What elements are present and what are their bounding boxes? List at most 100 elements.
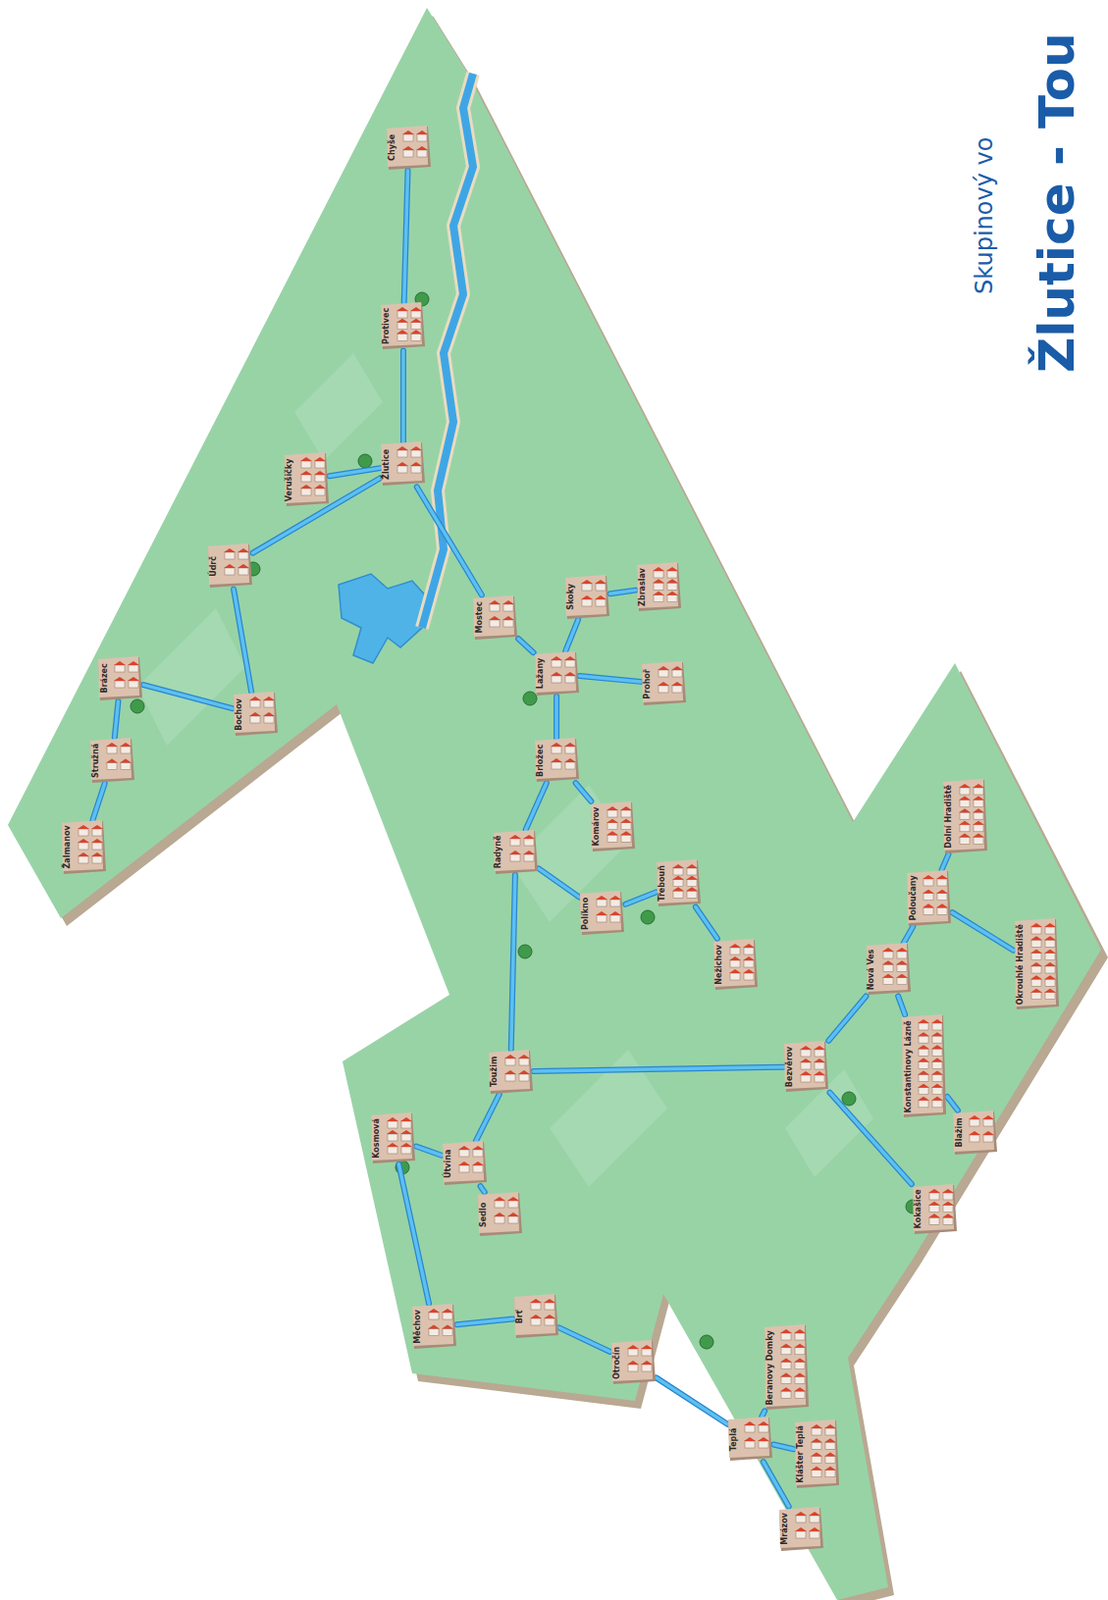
- pipe-line: [763, 1462, 790, 1508]
- pipe-outline: [553, 696, 560, 739]
- village-name: Zbraslav: [638, 568, 648, 607]
- water-pipe: [533, 1067, 785, 1072]
- pipe-line: [511, 875, 516, 1051]
- water-pipe: [695, 907, 718, 940]
- water-pipe: [576, 783, 592, 802]
- pipe-line: [480, 1186, 485, 1193]
- pump-station-symbol: [130, 292, 920, 1350]
- village-node: Brložec: [533, 738, 581, 784]
- pipe-outline: [416, 1147, 442, 1157]
- village-name: Radyně: [495, 836, 505, 870]
- pipe-line: [942, 854, 950, 871]
- pipe-outline: [897, 996, 905, 1015]
- village-name: Údrč: [210, 556, 219, 578]
- village-node: Lažany: [533, 651, 581, 697]
- pipe-line: [533, 1067, 785, 1072]
- pipe-line: [695, 907, 718, 940]
- pipe-line: [538, 868, 580, 897]
- pipe-line: [580, 676, 641, 683]
- reservoir: [338, 574, 430, 664]
- water-pipe: [942, 854, 950, 871]
- village-node: Protivec: [379, 302, 426, 351]
- pipe-line: [401, 350, 406, 442]
- pipe-outline: [580, 676, 641, 683]
- village-node: Prohoř: [640, 661, 687, 707]
- pipe-outline: [625, 892, 656, 904]
- water-pipe: [114, 701, 119, 739]
- water-pipe: [610, 590, 636, 595]
- water-pipe: [402, 350, 404, 442]
- pipe-outline: [942, 854, 950, 871]
- village-name: Stružná: [92, 743, 102, 779]
- village-node: Kokašice: [911, 1184, 958, 1236]
- pipe-outline: [538, 868, 580, 897]
- water-pipe: [511, 875, 516, 1051]
- village-name: Prohoř: [643, 669, 653, 699]
- village-name: Kokašice: [914, 1190, 924, 1230]
- water-pipe: [143, 685, 232, 709]
- pipe-outline: [398, 1164, 429, 1305]
- water-pipe: [93, 784, 106, 821]
- village-node: Verušičky: [283, 452, 330, 508]
- village-name: Teplá: [730, 1427, 739, 1452]
- pipe-line: [565, 620, 579, 652]
- pipe-line: [518, 638, 533, 653]
- pipe-line: [903, 927, 914, 945]
- village-name: Brť: [516, 1310, 526, 1324]
- pipe-line: [761, 1411, 765, 1418]
- map-subtitle: Skupinový vo: [971, 137, 1000, 295]
- water-pipe: [761, 1411, 765, 1418]
- village-node: Brť: [513, 1294, 560, 1340]
- water-pipe: [947, 1097, 958, 1111]
- water-pipe: [417, 486, 482, 595]
- village-name: Mrázov: [781, 1513, 791, 1546]
- village-node: Beranovy Domky: [763, 1324, 810, 1412]
- village-name: Mostec: [474, 601, 484, 634]
- village-name: Políkno: [582, 896, 592, 930]
- village-name: Bochov: [235, 698, 245, 732]
- village-name: Bezvěrov: [787, 1046, 796, 1087]
- village-name: Kosmová: [372, 1118, 382, 1160]
- pipe-outline: [565, 620, 579, 652]
- village-node: Otročín: [610, 1340, 657, 1386]
- village-name: Beranovy Domky: [766, 1330, 776, 1406]
- water-pipe: [253, 477, 381, 553]
- village-name: Lažany: [536, 658, 546, 689]
- pipe-line: [398, 1164, 429, 1305]
- village-node: Nežichov: [712, 939, 759, 992]
- pipe-line: [625, 892, 656, 904]
- pipe-line: [554, 696, 559, 739]
- village-node: Třebouň: [655, 859, 702, 908]
- village-name: Dolní Hradiště: [945, 785, 954, 849]
- village-name: Verušičky: [286, 458, 296, 502]
- pipe-outline: [329, 468, 381, 476]
- pipe-outline: [518, 638, 533, 653]
- water-pipe: [526, 783, 547, 831]
- pipe-line: [404, 170, 409, 304]
- pipe-outline: [947, 1097, 958, 1111]
- water-pipe: [829, 1093, 911, 1185]
- village-node: Políkno: [579, 891, 626, 937]
- pipe-line: [947, 1097, 958, 1111]
- water-pipe: [903, 927, 914, 945]
- pipe-outline: [828, 996, 866, 1041]
- pipe-line: [417, 486, 482, 595]
- pipe-outline: [114, 701, 119, 739]
- village-node: Zbraslav: [635, 562, 683, 613]
- village-name: Brložec: [536, 744, 546, 778]
- village-node: Radyně: [492, 830, 539, 876]
- pipe-outline: [404, 170, 409, 304]
- water-pipe: [656, 1377, 729, 1425]
- pipe-outline: [763, 1462, 790, 1508]
- pipe-outline: [533, 1067, 785, 1072]
- village-node: Toužim: [487, 1050, 534, 1096]
- village-name: Poloučany: [909, 875, 919, 921]
- pipe-line: [559, 1327, 611, 1353]
- pipe-line: [610, 590, 636, 595]
- pipe-outline: [761, 1411, 765, 1418]
- village-node: Teplá: [727, 1417, 774, 1463]
- pipe-outline: [475, 1095, 500, 1143]
- village-name: Skoky: [567, 583, 577, 611]
